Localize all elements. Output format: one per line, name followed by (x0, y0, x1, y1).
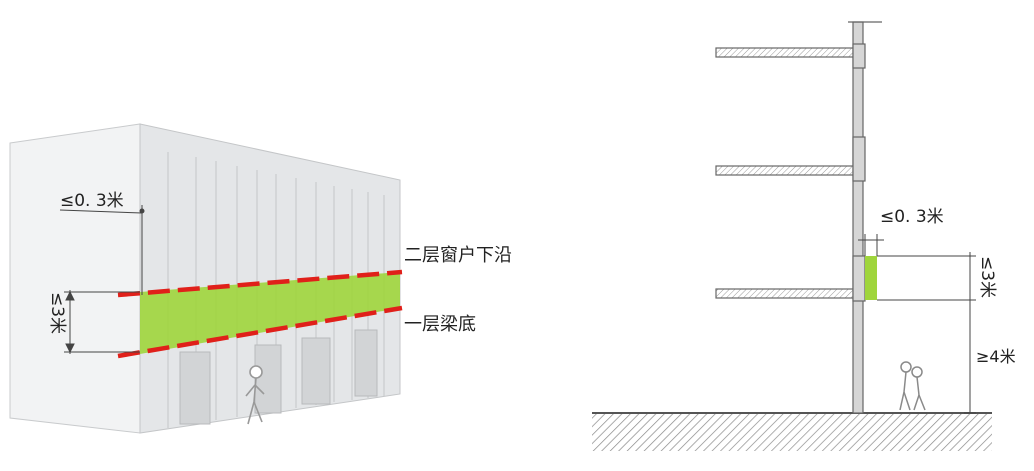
floor-slab-lower (715, 255, 866, 302)
pedestrian-pair (899, 361, 926, 411)
building-section: ≤0. 3米 ≤3米 ≥4米 (592, 21, 1016, 451)
building-perspective: ≤0. 3米 ≤3米 二层窗户下沿 一层梁底 (9, 123, 512, 434)
floor-slab-top (715, 43, 866, 69)
lower-red-line (117, 305, 403, 359)
left-dim-top-label: ≤0. 3米 (60, 191, 124, 211)
building-side-face (9, 123, 141, 434)
upper-red-line (117, 269, 403, 298)
floor-slab-middle (715, 136, 866, 182)
section-canopy (865, 256, 877, 300)
right-dim-top (858, 234, 884, 256)
ground-floor-doors (179, 329, 378, 425)
left-dim-top (59, 205, 145, 295)
ground-hatch (592, 413, 992, 451)
canopy-zone (140, 272, 400, 354)
pedestrian-figure (245, 365, 265, 425)
label-upper-line: 二层窗户下沿 (404, 245, 512, 266)
right-dim-height (877, 252, 976, 304)
right-dim-top-label: ≤0. 3米 (880, 207, 944, 227)
section-wall (852, 21, 864, 414)
left-dim-height-label: ≤3米 (47, 292, 67, 334)
right-dim-clearance (964, 300, 976, 414)
label-lower-line: 一层梁底 (404, 314, 476, 335)
left-dim-height (64, 290, 140, 354)
right-dim-height-label: ≤3米 (977, 256, 997, 298)
right-dim-clearance-label: ≥4米 (976, 347, 1016, 366)
